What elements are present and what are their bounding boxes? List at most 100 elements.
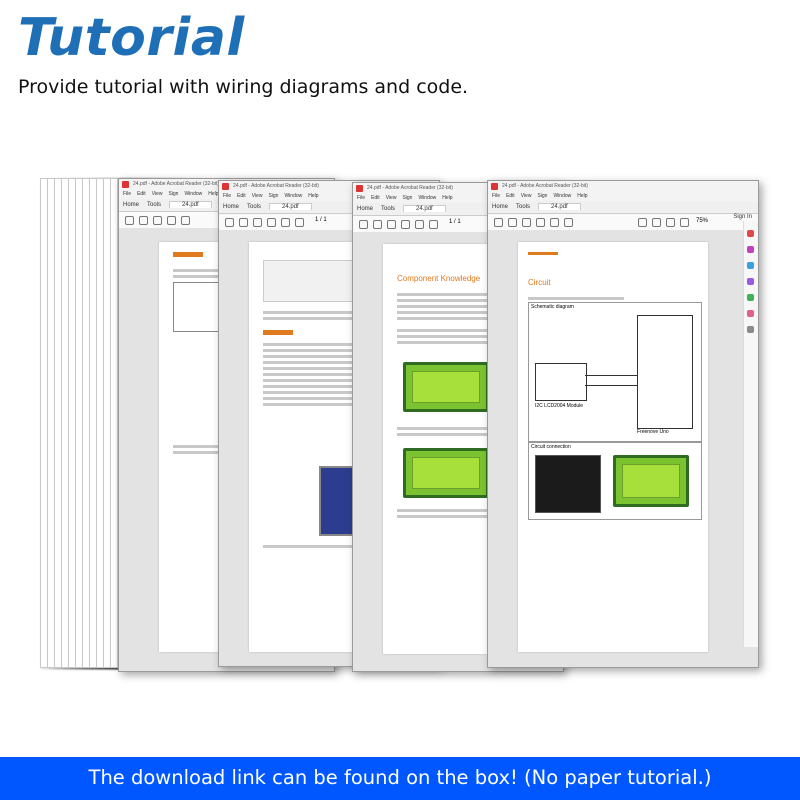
menu-edit[interactable]: Edit [237, 193, 246, 199]
menu-sign[interactable]: Sign [537, 193, 548, 199]
search-icon[interactable] [536, 218, 545, 227]
menu-help[interactable]: Help [577, 193, 588, 199]
down-arrow-icon[interactable] [295, 218, 304, 227]
print-icon[interactable] [522, 218, 531, 227]
i2c-module-box [535, 363, 587, 401]
star-icon[interactable] [125, 216, 134, 225]
window-titlebar[interactable]: 24.pdf - Adobe Acrobat Reader (32-bit) [353, 183, 563, 194]
fill-sign-icon[interactable] [747, 310, 754, 317]
tab-document[interactable]: 24.pdf [403, 205, 446, 212]
prev-page-icon[interactable] [181, 216, 190, 225]
page-indicator[interactable]: 1 / 1 [315, 217, 327, 223]
up-arrow-icon[interactable] [415, 220, 424, 229]
menu-window[interactable]: Window [418, 195, 437, 201]
menu-file[interactable]: File [357, 195, 366, 201]
print-icon[interactable] [153, 216, 162, 225]
tab-document[interactable]: 24.pdf [269, 203, 312, 210]
upload-icon[interactable] [139, 216, 148, 225]
upload-icon[interactable] [239, 218, 248, 227]
download-banner: The download link can be found on the bo… [0, 757, 800, 800]
window-titlebar[interactable]: 24.pdf - Adobe Acrobat Reader (32-bit) [219, 181, 439, 192]
section-tag [263, 330, 293, 335]
menu-edit[interactable]: Edit [371, 195, 380, 201]
pdf-window-4[interactable]: 24.pdf - Adobe Acrobat Reader (32-bit) F… [487, 180, 759, 668]
tab-home[interactable]: Home [123, 202, 140, 208]
pdf-export-icon[interactable] [747, 230, 754, 237]
menu-view[interactable]: View [251, 193, 263, 199]
tab-home[interactable]: Home [223, 204, 240, 210]
star-icon[interactable] [225, 218, 234, 227]
window-title: 24.pdf - Adobe Acrobat Reader (32-bit) [367, 185, 453, 191]
sign-in-link[interactable]: Sign In [733, 214, 752, 220]
zoom-in-icon[interactable] [680, 218, 689, 227]
lcd-module-image [403, 448, 489, 498]
text-block [397, 326, 547, 347]
menu-help[interactable]: Help [442, 195, 453, 201]
tools-sidebar [743, 221, 758, 647]
menu-window[interactable]: Window [184, 191, 203, 197]
upload-icon[interactable] [373, 220, 382, 229]
menu-edit[interactable]: Edit [506, 193, 515, 199]
menu-view[interactable]: View [151, 191, 163, 197]
print-icon[interactable] [387, 220, 396, 229]
wire [585, 375, 637, 376]
upload-icon[interactable] [508, 218, 517, 227]
window-title: 24.pdf - Adobe Acrobat Reader (32-bit) [133, 181, 219, 187]
menu-edit[interactable]: Edit [137, 191, 146, 197]
menu-window[interactable]: Window [553, 193, 572, 199]
hand-icon[interactable] [652, 218, 661, 227]
up-arrow-icon[interactable] [550, 218, 559, 227]
header-tag [528, 252, 558, 255]
menu-bar: File Edit View Sign Window Help [353, 194, 563, 203]
schematic-label: Schematic diagram [531, 304, 574, 310]
menu-help[interactable]: Help [208, 191, 219, 197]
pdf-icon [122, 181, 129, 188]
text-block [528, 294, 688, 303]
more-tools-icon[interactable] [747, 326, 754, 333]
down-arrow-icon[interactable] [564, 218, 573, 227]
menu-view[interactable]: View [385, 195, 397, 201]
tab-home[interactable]: Home [492, 204, 509, 210]
menu-sign[interactable]: Sign [268, 193, 279, 199]
down-arrow-icon[interactable] [429, 220, 438, 229]
search-icon[interactable] [167, 216, 176, 225]
schematic-frame: Schematic diagram I2C LCD2004 Module Fre… [528, 302, 702, 442]
organize-icon[interactable] [747, 278, 754, 285]
document-area: Circuit Schematic diagram I2C LCD2004 Mo… [488, 230, 758, 667]
menu-sign[interactable]: Sign [168, 191, 179, 197]
comment-icon[interactable] [747, 262, 754, 269]
star-icon[interactable] [494, 218, 503, 227]
lcd-module-image [613, 455, 689, 507]
print-icon[interactable] [253, 218, 262, 227]
search-icon[interactable] [267, 218, 276, 227]
menu-file[interactable]: File [123, 191, 132, 197]
section-heading: Component Knowledge [397, 274, 481, 283]
compress-icon[interactable] [747, 294, 754, 301]
up-arrow-icon[interactable] [281, 218, 290, 227]
lcd-module-image [403, 362, 489, 412]
section-heading: Circuit [528, 278, 551, 287]
window-titlebar[interactable]: 24.pdf - Adobe Acrobat Reader (32-bit) [488, 181, 758, 192]
star-icon[interactable] [359, 220, 368, 229]
menu-help[interactable]: Help [308, 193, 319, 199]
menu-view[interactable]: View [520, 193, 532, 199]
menu-file[interactable]: File [223, 193, 232, 199]
connection-label: Circuit connection [531, 444, 571, 450]
page-indicator[interactable]: 1 / 1 [449, 219, 461, 225]
zoom-out-icon[interactable] [666, 218, 675, 227]
cursor-icon[interactable] [638, 218, 647, 227]
edit-pdf-icon[interactable] [747, 246, 754, 253]
menu-window[interactable]: Window [284, 193, 303, 199]
search-icon[interactable] [401, 220, 410, 229]
tab-tools[interactable]: Tools [247, 204, 262, 210]
tab-home[interactable]: Home [357, 206, 374, 212]
zoom-level[interactable]: 75% [696, 218, 709, 224]
text-block [263, 542, 418, 551]
tab-tools[interactable]: Tools [381, 206, 396, 212]
menu-file[interactable]: File [492, 193, 501, 199]
tab-tools[interactable]: Tools [516, 204, 531, 210]
tab-document[interactable]: 24.pdf [169, 201, 212, 208]
menu-sign[interactable]: Sign [402, 195, 413, 201]
tab-document[interactable]: 24.pdf [538, 203, 581, 210]
tab-tools[interactable]: Tools [147, 202, 162, 208]
